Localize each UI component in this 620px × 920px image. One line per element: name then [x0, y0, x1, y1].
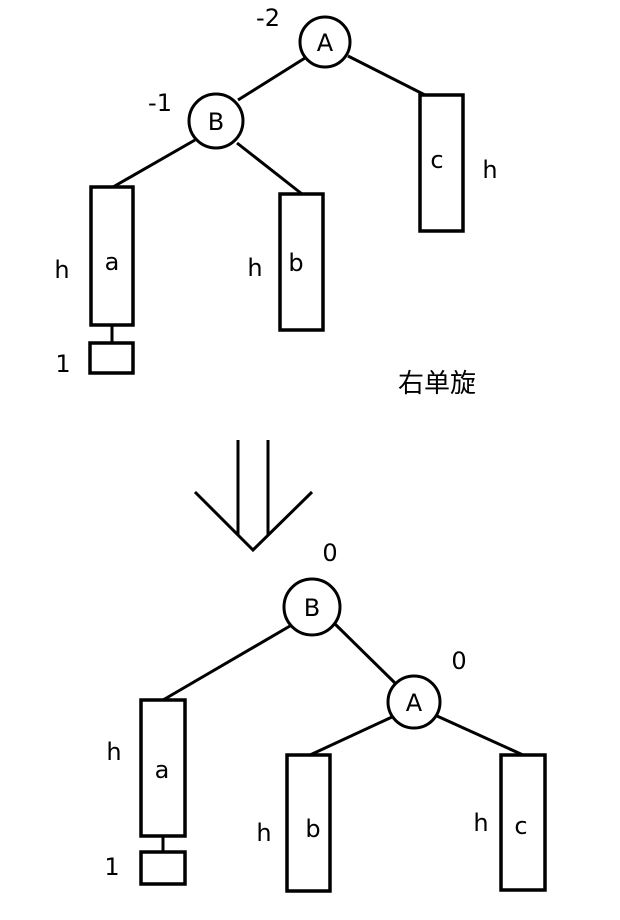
subtree-b [278, 192, 325, 332]
height-extra: 1 [104, 853, 119, 881]
node-B [187, 92, 245, 150]
tree-after-rotation: B 0 A 0 a h 1 b h c h [104, 539, 547, 893]
extra-node [139, 850, 187, 886]
height-b: h [247, 254, 262, 282]
edge-A-b [309, 715, 393, 757]
subtree-c-label: c [430, 146, 443, 174]
balance-A: -2 [256, 4, 280, 32]
extra-node [88, 341, 135, 375]
node-B [282, 577, 342, 637]
edge-A-c [347, 54, 426, 97]
edge-A-B [237, 56, 306, 102]
height-b: h [256, 819, 271, 847]
subtree-a [89, 185, 135, 327]
node-A [386, 674, 442, 730]
subtree-c-label: c [514, 812, 527, 840]
balance-B: -1 [148, 89, 172, 117]
subtree-a-label: a [105, 248, 120, 276]
edge-B-A [333, 622, 398, 686]
subtree-c [418, 93, 465, 233]
subtree-a-label: a [155, 756, 170, 784]
subtree-b [285, 753, 332, 893]
edge-B-b [236, 141, 303, 196]
tree-before-rotation: A -2 B -1 a h 1 b h c h [54, 4, 497, 378]
node-B-label: B [304, 594, 320, 622]
subtree-b-label: b [288, 249, 303, 277]
height-a: h [106, 738, 121, 766]
edge-B-a [112, 138, 196, 189]
height-extra: 1 [55, 350, 70, 378]
edge-A-c [436, 714, 524, 757]
height-c: h [473, 809, 488, 837]
rotation-caption: 右单旋 [398, 369, 476, 399]
balance-B: 0 [322, 539, 337, 567]
subtree-a [139, 698, 187, 838]
node-B-label: B [208, 108, 224, 136]
subtree-b-label: b [305, 815, 320, 843]
balance-A: 0 [451, 647, 466, 675]
height-a: h [54, 256, 69, 284]
height-c: h [482, 156, 497, 184]
down-arrow-icon [193, 440, 314, 553]
node-A-label: A [317, 29, 334, 57]
node-A [298, 15, 352, 69]
node-A-label: A [406, 689, 423, 717]
subtree-c [499, 753, 547, 892]
edge-B-a [162, 624, 291, 702]
